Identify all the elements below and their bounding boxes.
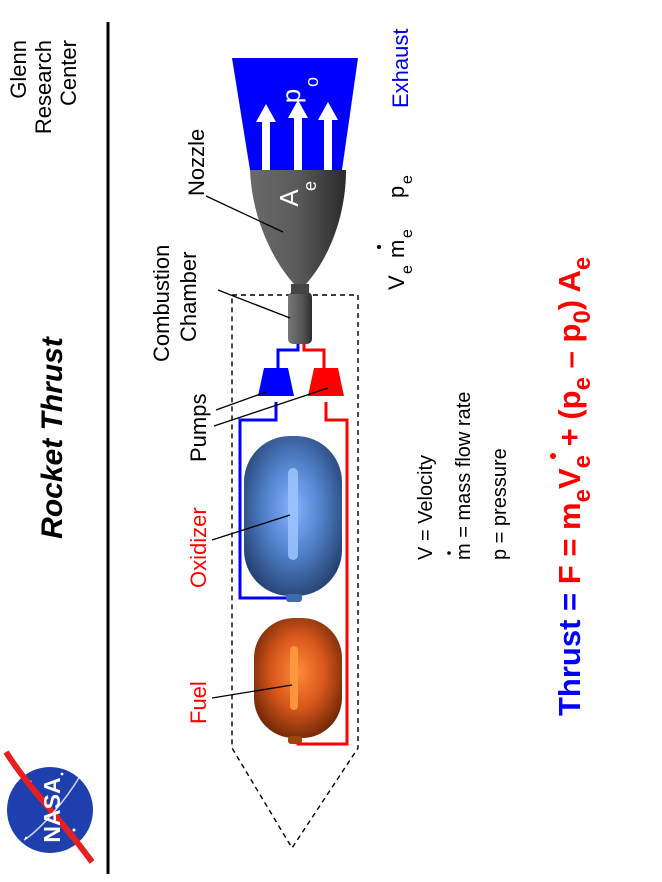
center-line-3: Center	[56, 40, 81, 106]
exhaust-label: Exhaust	[388, 29, 413, 109]
mass-flow-dot	[377, 245, 381, 249]
legend: V = Velocity m = mass flow rate p = pres…	[415, 392, 511, 560]
exhaust-pressure-symbol: p	[276, 89, 306, 103]
oxidizer-label: Oxidizer	[186, 507, 211, 588]
exit-mass-flow-symbol: m	[384, 240, 409, 258]
exit-conditions: V e m e p e	[377, 175, 416, 290]
center-line-2: Research	[31, 40, 56, 134]
legend-row: V = Velocity	[415, 455, 437, 560]
combustion-chamber-shape	[288, 292, 312, 344]
fuel-label: Fuel	[186, 681, 211, 724]
thrust-label: Thrust =	[552, 584, 587, 716]
oxidizer-pump	[258, 368, 294, 396]
nasa-logo-text: NASA	[39, 777, 65, 842]
exit-pressure-symbol: p	[384, 186, 409, 198]
fuel-tank-highlight	[290, 646, 298, 710]
exit-velocity-subscript: e	[399, 265, 416, 274]
combustion-chamber-label-line1: Combustion	[149, 245, 174, 362]
leader-lines	[205, 195, 329, 699]
nozzle-shape	[250, 170, 346, 284]
exit-mass-flow-subscript: e	[399, 229, 416, 238]
center-line-1: Glenn	[6, 40, 31, 99]
oxidizer-line	[238, 344, 300, 600]
oxidizer-tank-highlight	[288, 468, 298, 560]
legend-row: p = pressure	[489, 448, 511, 560]
pumps-label: Pumps	[186, 394, 211, 462]
nozzle-label: Nozzle	[184, 129, 209, 196]
oxidizer-tank-outlet	[286, 594, 302, 602]
legend-row: m = mass flow rate	[453, 392, 475, 560]
legend-mass-flow-dot	[447, 551, 451, 555]
nozzle-throat	[291, 284, 309, 294]
fuel-tank-outlet	[288, 736, 302, 744]
exhaust-arrows	[256, 100, 338, 170]
equation-mass-flow-dot	[550, 453, 556, 459]
exit-velocity-symbol: V	[384, 275, 409, 290]
thrust-equation: Thrust = F = meVe + (pe – p0) Ae	[552, 257, 596, 716]
combustion-chamber-label-line2: Chamber	[176, 252, 201, 342]
fuel-pump	[308, 368, 344, 396]
nozzle-area-symbol: A	[274, 189, 304, 207]
exit-pressure-subscript: e	[399, 175, 416, 184]
exhaust-pressure-subscript: o	[302, 77, 322, 87]
nozzle-area-subscript: e	[300, 181, 320, 191]
nasa-logo: NASA	[3, 750, 95, 864]
center-name: Glenn Research Center	[6, 40, 81, 134]
page-title: Rocket Thrust	[36, 335, 69, 539]
